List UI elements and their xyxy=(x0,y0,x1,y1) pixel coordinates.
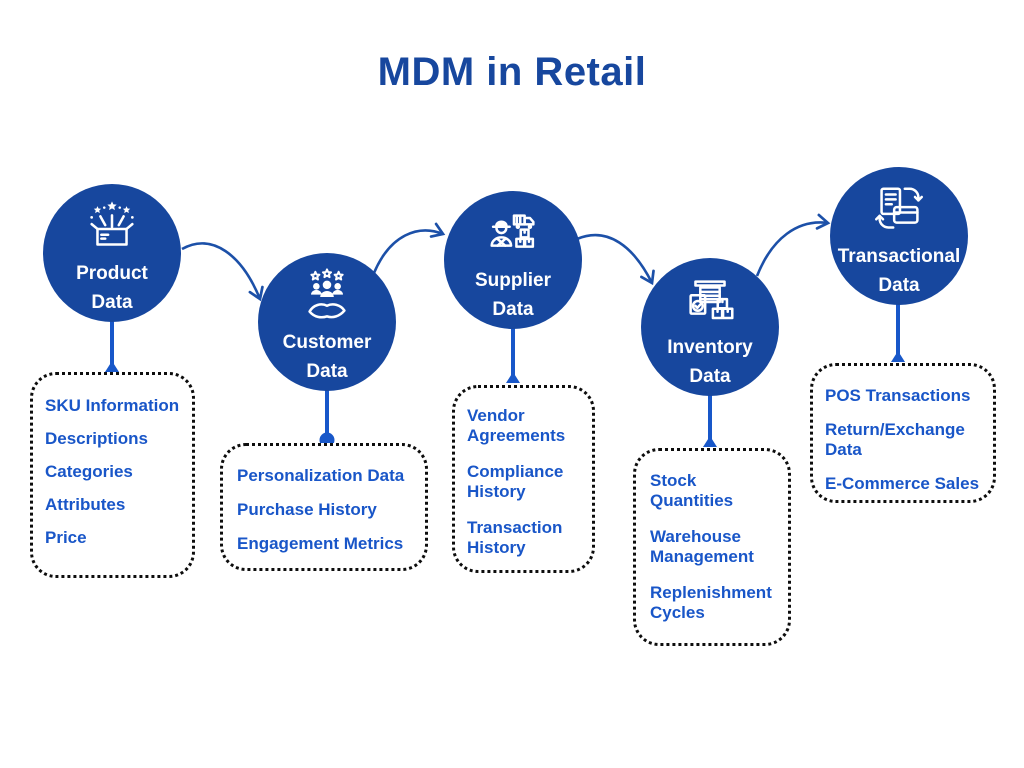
list-item: Price xyxy=(45,528,87,548)
node-label-supplier-data: Supplier Data xyxy=(474,270,551,320)
list-item: Personalization Data xyxy=(237,466,405,485)
list-item: Attributes xyxy=(45,495,126,515)
node-label-customer-data: Customer Data xyxy=(282,332,372,382)
detail-box-product-data: SKU Information Descriptions Categories … xyxy=(30,372,195,578)
detail-box-inventory-data: Stock Quantities Warehouse Management Re… xyxy=(633,448,791,646)
arrow-product-to-customer xyxy=(181,242,264,302)
stem-connectors xyxy=(110,304,900,440)
arrow-supplier-to-inventory xyxy=(576,233,655,286)
node-circle-customer-data: Customer Data xyxy=(258,253,396,391)
transaction-exchange-icon xyxy=(868,180,930,242)
list-item: POS Transactions xyxy=(825,386,971,405)
list-item: Return/Exchange Data xyxy=(825,420,965,460)
list-item: E-Commerce Sales xyxy=(825,474,980,494)
arrow-inventory-to-transactional xyxy=(755,213,831,277)
node-label-product-data: Product Data xyxy=(76,263,148,313)
node-circle-product-data: Product Data xyxy=(43,184,181,322)
customer-care-icon xyxy=(296,266,358,328)
list-item: Stock Quantities xyxy=(650,471,734,511)
node-circle-transactional-data: Transactional Data xyxy=(830,167,968,305)
list-item: Warehouse Management xyxy=(650,527,754,567)
detail-box-customer-data: Personalization Data Purchase History En… xyxy=(220,443,428,571)
stem-tips xyxy=(105,351,905,448)
detail-box-supplier-data: Vendor Agreements Compliance History Tra… xyxy=(452,385,595,573)
list-item: Categories xyxy=(45,462,133,482)
node-circle-inventory-data: Inventory Data xyxy=(641,258,779,396)
node-circle-supplier-data: Supplier Data xyxy=(444,191,582,329)
list-item: Transaction History xyxy=(467,518,563,558)
list-item: SKU Information xyxy=(45,396,180,415)
node-label-transactional-data: Transactional Data xyxy=(837,246,961,296)
product-launch-icon xyxy=(81,197,143,259)
flow-arrows xyxy=(181,213,831,302)
list-item: Compliance History xyxy=(467,462,564,502)
arrow-customer-to-supplier xyxy=(372,222,446,274)
list-item: Vendor Agreements xyxy=(467,406,566,446)
supplier-delivery-icon xyxy=(482,204,544,266)
warehouse-stock-icon xyxy=(679,271,741,333)
list-item: Engagement Metrics xyxy=(237,534,404,554)
page-title: MDM in Retail xyxy=(377,50,647,94)
list-item: Purchase History xyxy=(237,500,377,520)
node-label-inventory-data: Inventory Data xyxy=(667,337,753,387)
list-item: Replenishment Cycles xyxy=(650,583,772,623)
detail-box-transactional-data: POS Transactions Return/Exchange Data E-… xyxy=(810,363,996,503)
list-item: Descriptions xyxy=(45,429,148,449)
